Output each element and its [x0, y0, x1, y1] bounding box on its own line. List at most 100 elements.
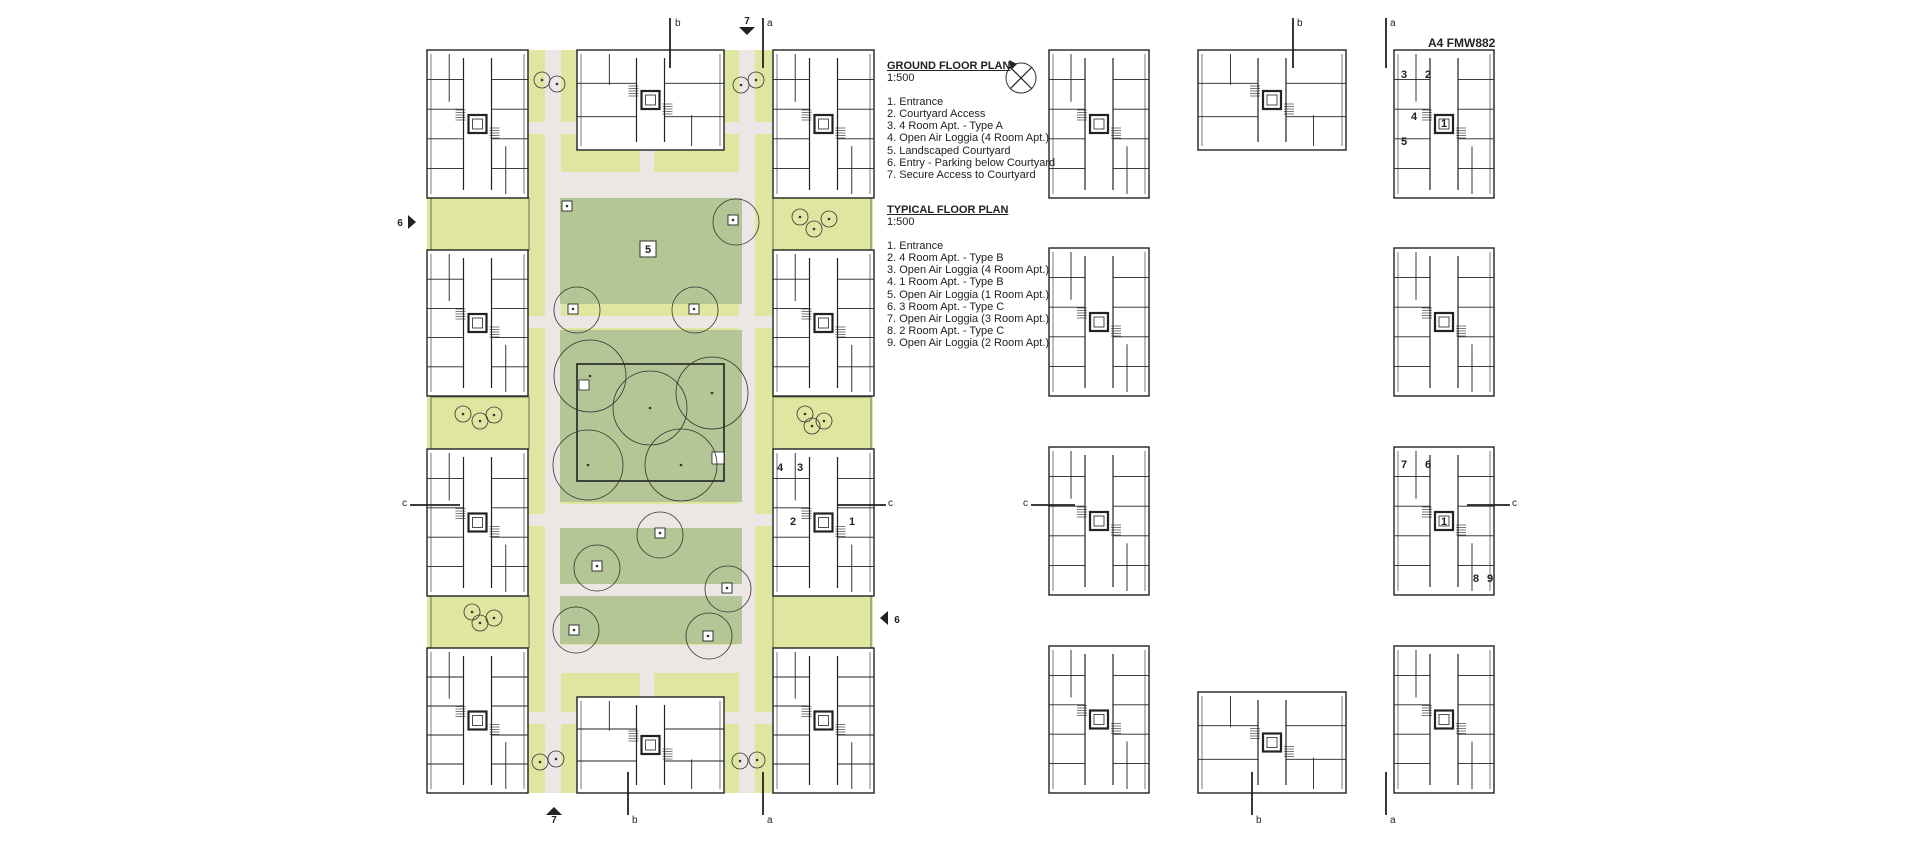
stair-core [472, 317, 483, 329]
tower-label: 8 [1473, 573, 1479, 585]
pavilion-outline [576, 363, 725, 482]
legend-item: 1. Entrance [887, 96, 944, 109]
entry-marker-icon [880, 611, 888, 625]
section-label-c: c [1512, 498, 1517, 509]
label-box [639, 240, 657, 258]
ground-floor-scale: 1:500 [887, 72, 915, 85]
stair-core [1438, 714, 1450, 725]
shrub [731, 752, 749, 770]
tree-trunk [725, 586, 729, 590]
lawn-panel [430, 396, 530, 450]
tower-plan [1197, 49, 1347, 151]
tree [685, 612, 733, 660]
shrub [463, 603, 481, 621]
tree-trunk [555, 82, 559, 86]
legend-item: 2. 4 Room Apt. - Type B [887, 252, 1004, 265]
stair-core [813, 113, 834, 135]
legend-item: 1. Entrance [887, 240, 944, 253]
lawn-panel [772, 396, 872, 450]
legend-item: 3. 4 Room Apt. - Type A [887, 120, 1003, 133]
marker-7-label: 7 [551, 815, 557, 826]
lawn-panel [430, 197, 530, 251]
ground-floor-legend: GROUND FLOOR PLAN 1:500 1. Entrance 2. C… [887, 60, 1055, 181]
footpath [545, 50, 561, 793]
typical-floor-title: TYPICAL FLOOR PLAN [887, 204, 1009, 216]
tree-trunk [731, 218, 735, 222]
footpath [640, 150, 654, 174]
tree-trunk [739, 83, 743, 87]
stair-core [1093, 118, 1105, 130]
section-label-a: a [767, 815, 773, 826]
legend-item: 9. Open Air Loggia (2 Room Apt.) [887, 336, 1050, 349]
tree-trunk [565, 204, 569, 208]
legend-item: 4. 1 Room Apt. - Type B [887, 276, 1004, 289]
typical-floor-plans [1048, 49, 1495, 794]
tree-trunk [706, 634, 710, 638]
tower-label: 4 [1411, 111, 1418, 123]
tree [644, 428, 718, 502]
section-label-a: a [1390, 18, 1396, 29]
tower-label: 1 [1441, 118, 1447, 130]
tree [552, 429, 624, 501]
shrub [815, 412, 833, 430]
tree-trunk [810, 424, 814, 428]
tree-trunk [755, 758, 759, 762]
tower-plan [1393, 446, 1495, 596]
lawn-panel [772, 197, 872, 251]
lawn-panel [772, 595, 872, 649]
tree-trunk [478, 419, 482, 423]
legend-item: 6. Entry - Parking below Courtyard [887, 156, 1056, 169]
access-marker-icon [546, 807, 562, 815]
stair-core [818, 118, 829, 130]
stair-core [1088, 510, 1110, 532]
tree-trunk [470, 610, 474, 614]
apartment-block [576, 49, 725, 151]
shrub [820, 210, 838, 228]
section-label-b: b [632, 815, 638, 826]
stair-core [1433, 709, 1455, 730]
legend-item: 3. Open Air Loggia (4 Room Apt.) [887, 264, 1050, 277]
stair-core [472, 118, 483, 130]
stair-core [1433, 510, 1455, 532]
footpath [560, 504, 742, 528]
block-outline [772, 49, 875, 199]
stair-core [1088, 709, 1110, 730]
footpath [545, 645, 755, 673]
stair-core [467, 312, 488, 334]
ground-floor-site-plan [426, 49, 875, 794]
north-arrow-icon [1005, 60, 1037, 94]
tower-label: 3 [1401, 69, 1407, 81]
stair-core [813, 512, 834, 533]
footpath [640, 673, 654, 697]
stair-core [472, 715, 483, 726]
stair-core [818, 517, 829, 528]
stair-core [1438, 118, 1450, 130]
apartment-block [772, 448, 875, 597]
tree [553, 286, 601, 334]
tree [636, 511, 684, 559]
typical-floor-legend: TYPICAL FLOOR PLAN 1:500 1. Entrance 2. … [887, 204, 1049, 349]
shrub [548, 75, 566, 93]
tree-trunk [803, 412, 807, 416]
landscaped-courtyard [560, 330, 742, 502]
shrub [547, 750, 565, 768]
tree-trunk [658, 531, 662, 535]
stair-core [472, 517, 483, 528]
tree-trunk [540, 78, 544, 82]
legend-item: 7. Open Air Loggia (3 Room Apt.) [887, 312, 1050, 325]
cross-path [427, 316, 873, 328]
stair-core [813, 710, 834, 731]
stair-core [1093, 515, 1105, 527]
tree [552, 606, 600, 654]
legend-item: 2. Courtyard Access [887, 108, 986, 121]
stair-core [645, 94, 656, 106]
tree-trunk [492, 616, 496, 620]
stair-core [1433, 311, 1455, 333]
legend-item: 5. Landscaped Courtyard [887, 144, 1011, 157]
tree-trunk [798, 215, 802, 219]
stair-core [1093, 714, 1105, 725]
stair-core [1438, 316, 1450, 328]
footpath [545, 172, 755, 198]
apartment-block [426, 49, 529, 199]
